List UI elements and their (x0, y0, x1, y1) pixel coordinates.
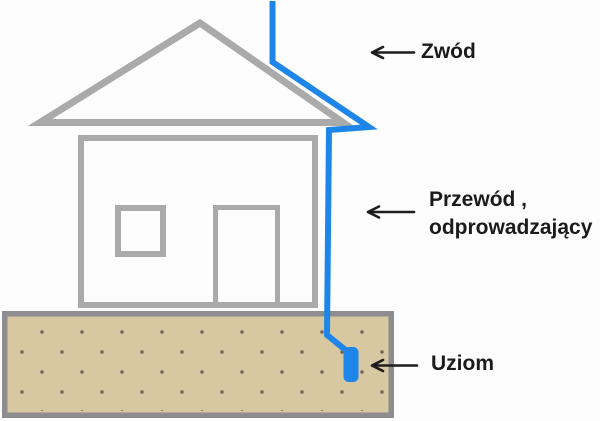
window-outline (115, 205, 166, 257)
ground-texture-dots (8, 318, 388, 411)
uziom-label: Uziom (431, 352, 494, 375)
air-terminal-and-down-conductor-line (269, 1, 378, 363)
arrow-head-icon (370, 358, 385, 373)
arrow-head-icon (370, 45, 385, 60)
zwod-label: Zwód (421, 40, 476, 63)
roof-outline (27, 18, 355, 126)
house-wall-outline (78, 135, 318, 308)
przewod-odprowadzajacy-label: Przewód , odprowadzający (429, 186, 592, 242)
arrow-head-icon (366, 205, 381, 219)
przewod-pointer-arrow-icon (366, 205, 416, 219)
przewod-label-line2: odprowadzający (429, 216, 593, 239)
uziom-pointer-arrow-icon (370, 358, 419, 373)
earth-electrode-rod (343, 347, 359, 382)
przewod-label-line1: Przewód , (429, 188, 528, 211)
door-outline (213, 205, 280, 308)
zwod-pointer-arrow-icon (370, 45, 416, 60)
